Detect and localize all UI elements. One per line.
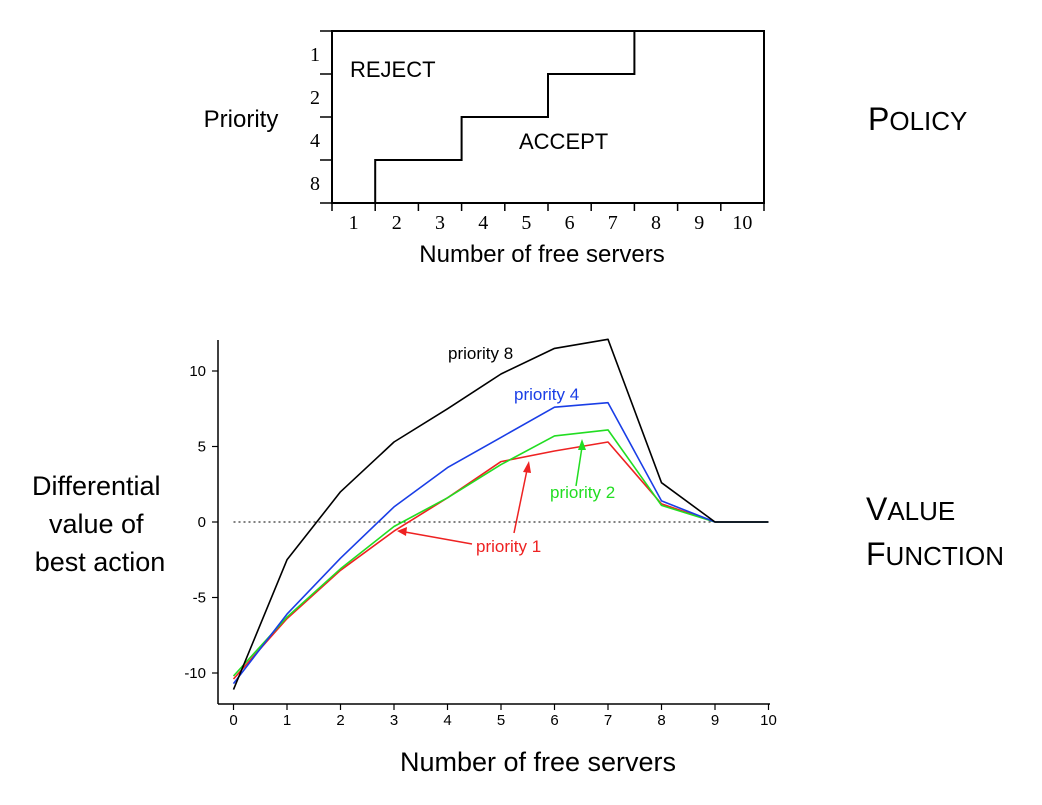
policy-x-tick-label: 8 — [651, 212, 661, 234]
value-y-tick-label: 10 — [189, 363, 206, 380]
value-x-tick-label: 10 — [760, 712, 777, 729]
policy-y-tick-label: 8 — [310, 173, 320, 195]
series-label-priority-8: priority 8 — [448, 344, 513, 363]
policy-y-tick-label: 4 — [310, 130, 320, 152]
value-y-tick-label: 0 — [198, 514, 206, 531]
value-function-section-label-line1: VALUE — [866, 491, 955, 527]
policy-section-label: POLICY — [868, 101, 967, 137]
policy-x-axis-label: Number of free servers — [419, 241, 664, 268]
value-series-group — [232, 338, 769, 690]
value-x-tick-label: 5 — [497, 712, 505, 729]
policy-x-ticks: 1 2 3 4 5 6 7 8 9 10 — [331, 203, 765, 234]
policy-x-tick-label: 9 — [694, 212, 704, 234]
policy-region-accept-label: ACCEPT — [519, 129, 608, 154]
policy-x-tick-label: 4 — [478, 212, 488, 234]
series-line-priority-8 — [232, 338, 769, 690]
series-label-priority-2: priority 2 — [550, 483, 615, 502]
value-y-tick-label: 5 — [198, 439, 206, 456]
value-x-tick-label: 3 — [390, 712, 398, 729]
policy-y-ticks: 1 2 4 8 — [310, 30, 332, 204]
policy-boundary-line — [332, 30, 764, 204]
policy-x-tick-label: 10 — [732, 212, 752, 234]
policy-x-tick-label: 5 — [521, 212, 531, 234]
series-line-priority-2 — [232, 429, 769, 677]
value-x-tick-label: 7 — [604, 712, 612, 729]
value-y-tick-label: -10 — [184, 665, 206, 682]
value-x-tick-label: 8 — [657, 712, 665, 729]
priority-1-arrow-right — [513, 461, 531, 534]
policy-y-axis-label: Priority — [204, 106, 279, 133]
value-x-tick-label: 4 — [443, 712, 451, 729]
value-x-ticks: 0 1 2 3 4 5 6 7 8 9 10 — [229, 704, 777, 729]
priority-1-arrow-left — [397, 527, 473, 545]
series-label-priority-4: priority 4 — [514, 385, 579, 404]
policy-y-tick-label: 2 — [310, 87, 320, 109]
value-y-axis-label: Differential value of best action — [32, 471, 168, 577]
policy-x-tick-label: 6 — [565, 212, 575, 234]
value-x-tick-label: 2 — [336, 712, 344, 729]
value-y-ticks: -10 -5 0 5 10 — [184, 363, 218, 682]
series-line-priority-4 — [232, 401, 769, 685]
policy-region-reject-label: REJECT — [350, 57, 436, 82]
value-function-section-label-line2: FUNCTION — [866, 536, 1004, 572]
policy-x-tick-label: 7 — [608, 212, 618, 234]
value-y-tick-label: -5 — [193, 590, 206, 607]
policy-y-tick-label: 1 — [310, 44, 320, 66]
priority-2-arrow — [575, 439, 586, 487]
value-x-axis-label: Number of free servers — [400, 747, 676, 777]
value-x-tick-label: 6 — [550, 712, 558, 729]
policy-x-tick-label: 1 — [349, 212, 359, 234]
value-function-chart: 0 1 2 3 4 5 6 7 8 9 10 -10 -5 0 5 10 priority 8 priori… — [32, 338, 777, 777]
value-x-tick-label: 1 — [283, 712, 291, 729]
policy-x-tick-label: 2 — [392, 212, 402, 234]
value-x-tick-label: 9 — [711, 712, 719, 729]
policy-x-tick-label: 3 — [435, 212, 445, 234]
series-label-priority-1: priority 1 — [476, 537, 541, 556]
value-x-tick-label: 0 — [229, 712, 237, 729]
series-line-priority-1 — [232, 441, 769, 680]
